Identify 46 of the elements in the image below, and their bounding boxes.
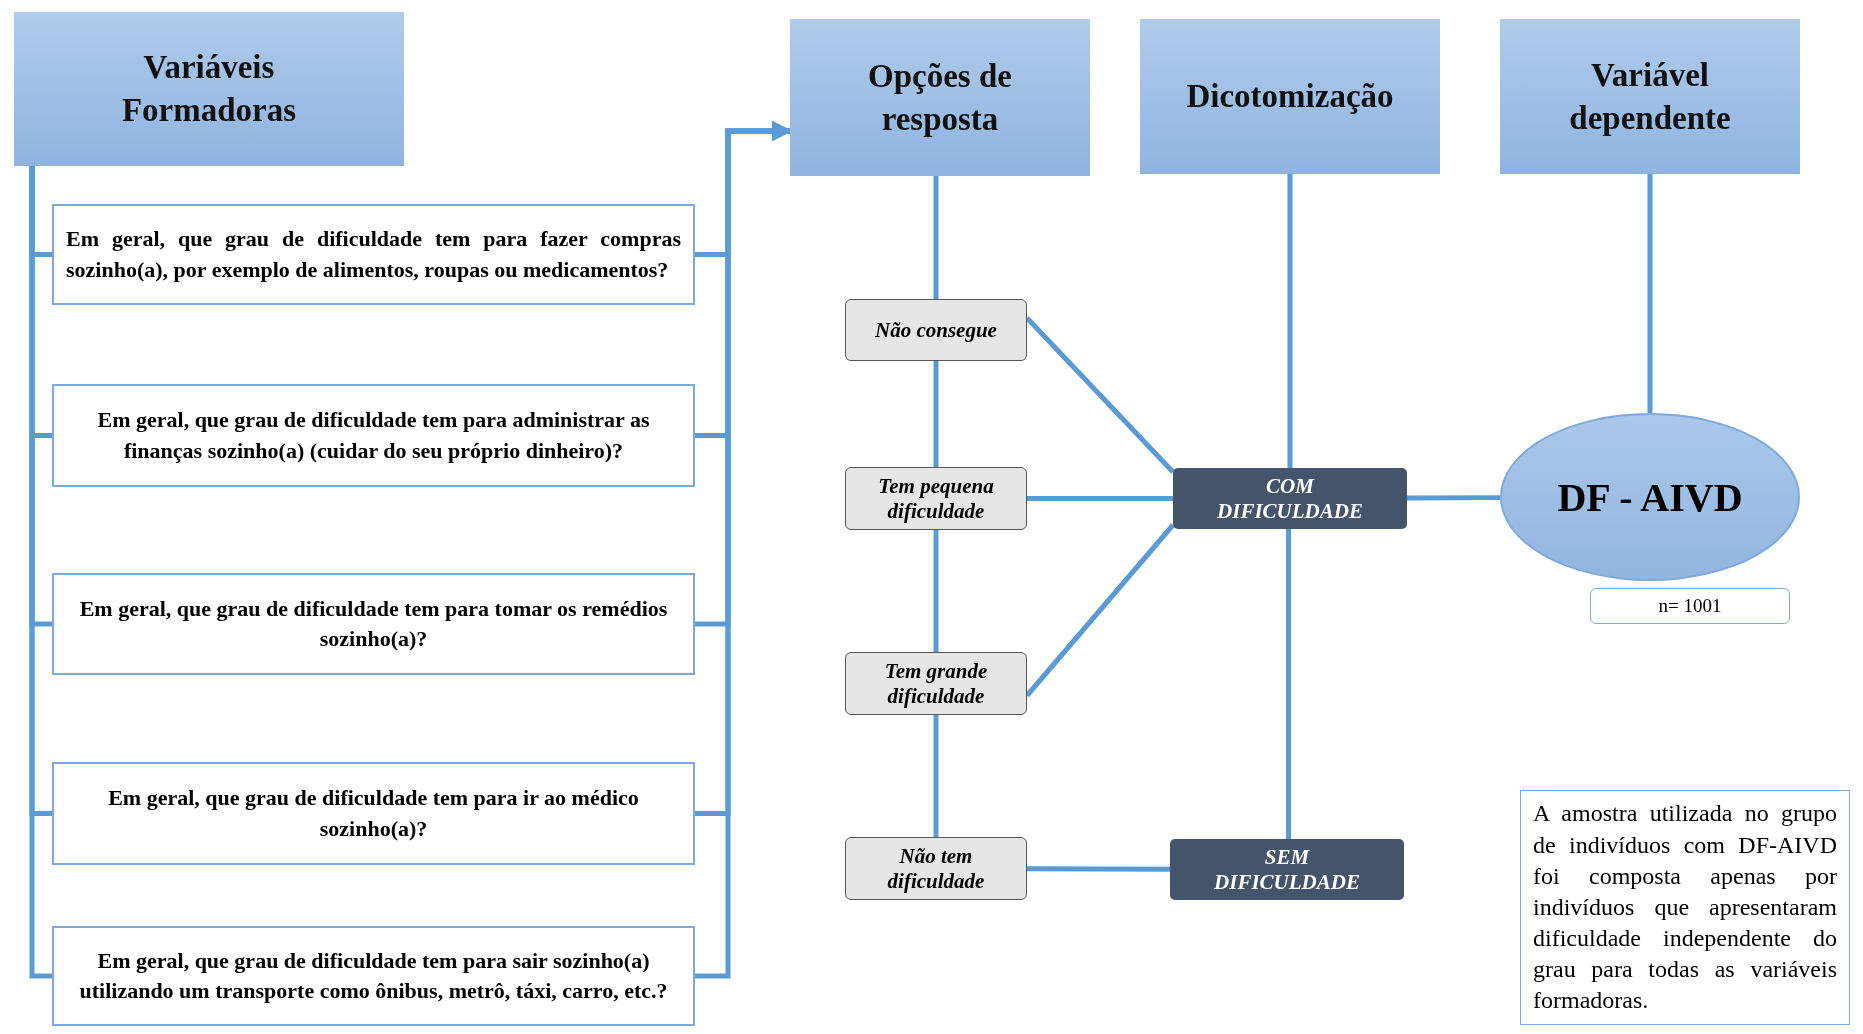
category-box <box>1173 468 1407 529</box>
node-text: A amostra utilizada no grupo de indivíduos com DF-AIVD foi composta apenas por indivíduos que apresentaram dificuldade independente do grau para todas as variáveis formadoras. <box>1533 799 1837 1016</box>
connector-line <box>933 176 939 299</box>
node-text: Tem pequena dificuldade <box>877 474 995 523</box>
sample-size-box <box>1590 588 1790 624</box>
node-text: COM DIFICULDADE <box>1216 474 1364 523</box>
header-box <box>790 19 1090 176</box>
node-text: Em geral, que grau de dificuldade tem para ir ao médico sozinho(a)? <box>107 784 640 843</box>
connector-line <box>1025 523 1175 698</box>
node-text: Em geral, que grau de dificuldade tem para administrar as finanças sozinho(a) (cuidar do seu próprio dinheiro)? <box>96 406 651 465</box>
node-text: Dicotomização <box>1186 77 1394 117</box>
question-box <box>52 204 695 305</box>
node-text: Tem grande dificuldade <box>883 659 989 708</box>
node-text: Variável dependente <box>1568 55 1732 138</box>
node-text: DF - AIVD <box>1557 473 1743 521</box>
category-box <box>1170 839 1404 900</box>
node-text: Não consegue <box>875 317 997 343</box>
connector-line <box>933 530 939 652</box>
connector-line <box>1025 316 1175 474</box>
node-text: Não tem dificuldade <box>886 844 986 893</box>
connector-line <box>933 715 939 837</box>
header-box <box>14 12 404 166</box>
option-box <box>845 837 1027 900</box>
option-box <box>845 652 1027 715</box>
connector-line <box>1286 529 1291 839</box>
option-box <box>845 467 1027 530</box>
node-text: n= 1001 <box>1658 595 1722 617</box>
node-text: Em geral, que grau de dificuldade tem para sair sozinho(a) utilizando um transporte como ônibus, metrô, táxi, carro, etc.? <box>78 946 669 1005</box>
node-text: SEM DIFICULDADE <box>1213 845 1361 894</box>
connector-line <box>1027 866 1170 872</box>
header-box <box>1500 19 1800 174</box>
connector-line <box>933 361 939 467</box>
option-box <box>845 299 1027 361</box>
question-box <box>52 926 695 1026</box>
connector-line <box>1287 174 1293 468</box>
connector-line <box>1027 496 1173 501</box>
connector-line <box>1647 174 1653 413</box>
connector-line <box>1407 495 1500 501</box>
node-text: Em geral, que grau de dificuldade tem para tomar os remédios sozinho(a)? <box>78 594 669 653</box>
node-text: Variáveis Formadoras <box>120 48 298 130</box>
question-box <box>52 573 695 675</box>
node-text: Em geral, que grau de dificuldade tem para fazer compras sozinho(a), por exemplo de alimentos, roupas ou medicamentos? <box>66 225 681 284</box>
question-box <box>52 384 695 487</box>
question-box <box>52 762 695 865</box>
node-text: Opções de resposta <box>867 56 1013 139</box>
header-box <box>1140 19 1440 174</box>
